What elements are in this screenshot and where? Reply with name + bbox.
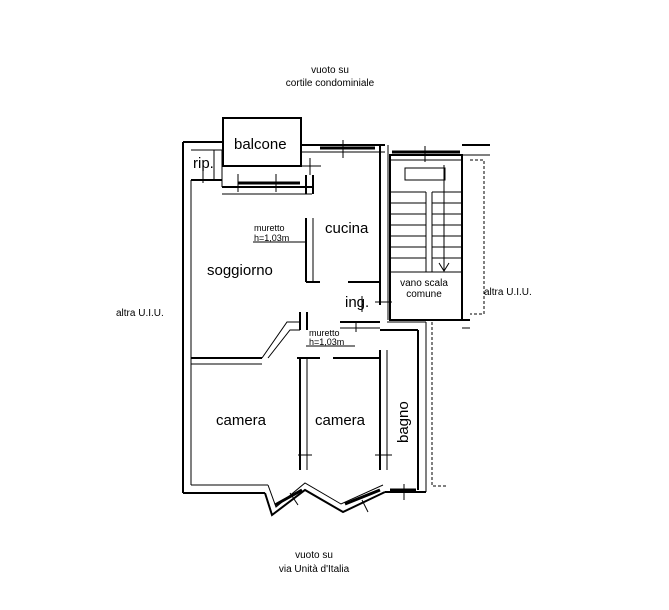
right-note: altra U.I.U. bbox=[484, 287, 532, 298]
outer-walls bbox=[182, 117, 427, 517]
muretto-upper-line2: h=1,03m bbox=[254, 233, 289, 243]
muretto-lower-line2: h=1,03m bbox=[309, 337, 344, 347]
room-bagno: bagno bbox=[395, 401, 412, 443]
interior-walls bbox=[191, 175, 426, 470]
stair-label-line1: vano scala bbox=[400, 278, 448, 289]
room-camera-left: camera bbox=[216, 412, 267, 429]
stairwell bbox=[389, 144, 490, 329]
top-note-line2: cortile condominiale bbox=[286, 78, 375, 89]
top-note-line1: vuoto su bbox=[311, 65, 349, 76]
room-ingresso: ing. bbox=[345, 294, 369, 311]
room-camera-right: camera bbox=[315, 412, 366, 429]
neighbour-boundaries bbox=[431, 159, 485, 487]
tick-marks bbox=[202, 140, 426, 513]
room-soggiorno: soggiorno bbox=[207, 262, 273, 279]
room-balcone: balcone bbox=[234, 136, 287, 153]
left-note: altra U.I.U. bbox=[116, 308, 164, 319]
room-cucina: cucina bbox=[325, 220, 369, 237]
room-rip: rip. bbox=[193, 155, 214, 172]
muretto-lower-line1: muretto bbox=[309, 328, 340, 338]
bottom-note-line1: vuoto su bbox=[295, 550, 333, 561]
stair-label-line2: comune bbox=[406, 289, 442, 300]
windows bbox=[238, 146, 460, 507]
bottom-note-line2: via Unità d'Italia bbox=[279, 564, 350, 575]
muretto-upper-line1: muretto bbox=[254, 223, 285, 233]
